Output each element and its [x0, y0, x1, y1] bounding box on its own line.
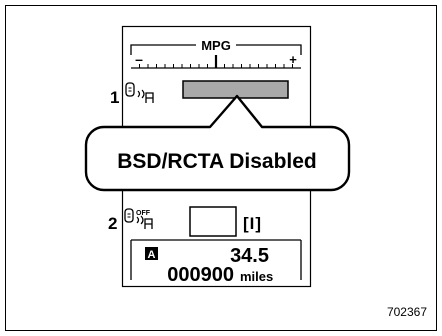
- gauge-minus-label: –: [135, 51, 143, 67]
- bsd-status-bar: [182, 80, 289, 99]
- bsd-rcta-icon: [125, 82, 154, 103]
- a-badge-icon: A: [145, 247, 158, 261]
- callout-number-1: 1: [110, 88, 119, 107]
- callout-number-2: 2: [108, 214, 117, 233]
- mode-badge-letter: A: [148, 249, 156, 261]
- bracket-indicator: [I]: [243, 214, 262, 233]
- odometer-unit: miles: [240, 269, 273, 284]
- odometer-value: 000900: [167, 264, 234, 286]
- off-label: OFF: [136, 210, 151, 217]
- gauge-ticks: [139, 64, 293, 68]
- message-text: BSD/RCTA Disabled: [117, 150, 317, 173]
- mpg-gauge: MPG – +: [130, 38, 302, 69]
- gauge-bracket: [130, 44, 302, 55]
- blank-display-box: [189, 206, 237, 237]
- figure-code: 702367: [387, 305, 427, 319]
- gauge-title: MPG: [201, 38, 231, 53]
- display-value: 34.5: [230, 245, 269, 267]
- message-bubble: [84, 94, 351, 192]
- gauge-plus-label: +: [289, 52, 297, 67]
- bsd-rcta-off-icon: OFF: [124, 208, 153, 229]
